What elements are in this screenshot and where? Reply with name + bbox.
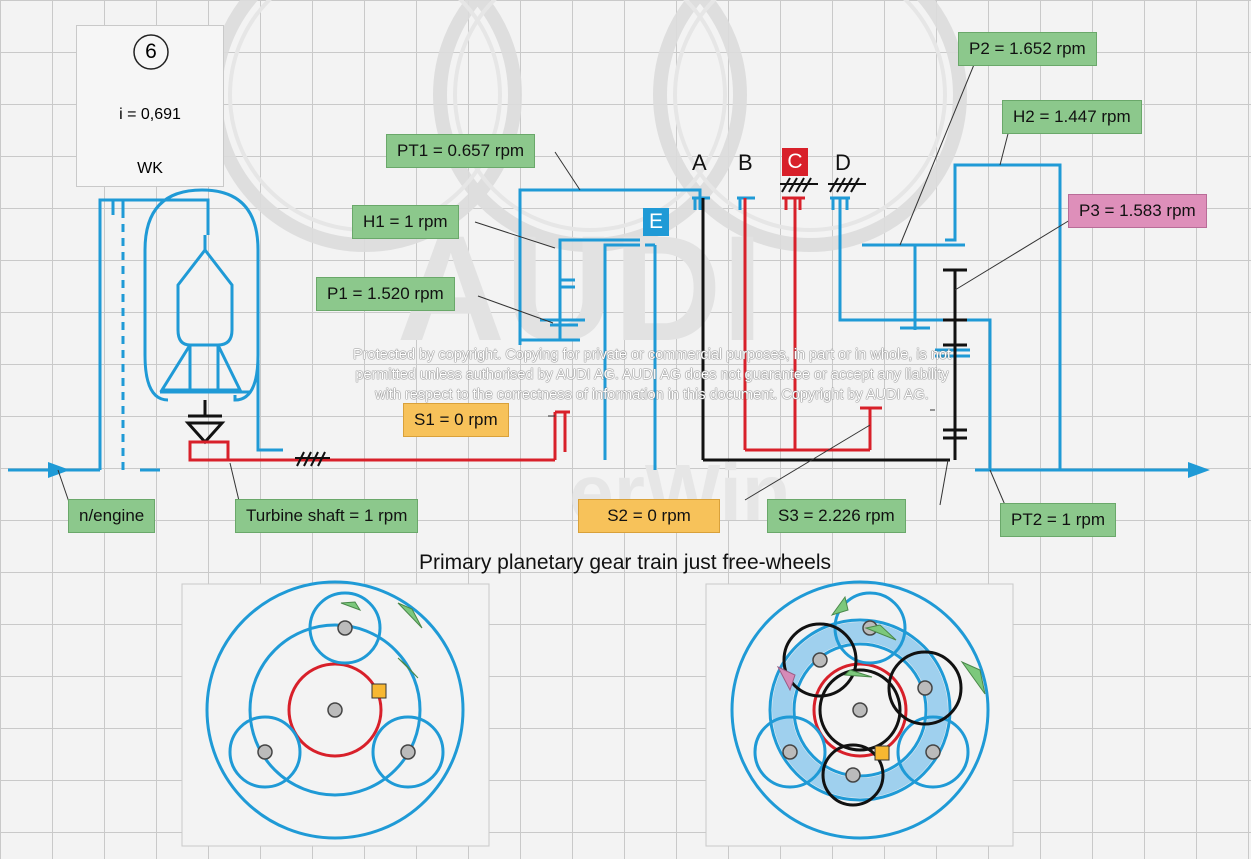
fixed-marker-icon xyxy=(372,684,386,698)
fixed-marker-icon-2 xyxy=(875,746,889,760)
